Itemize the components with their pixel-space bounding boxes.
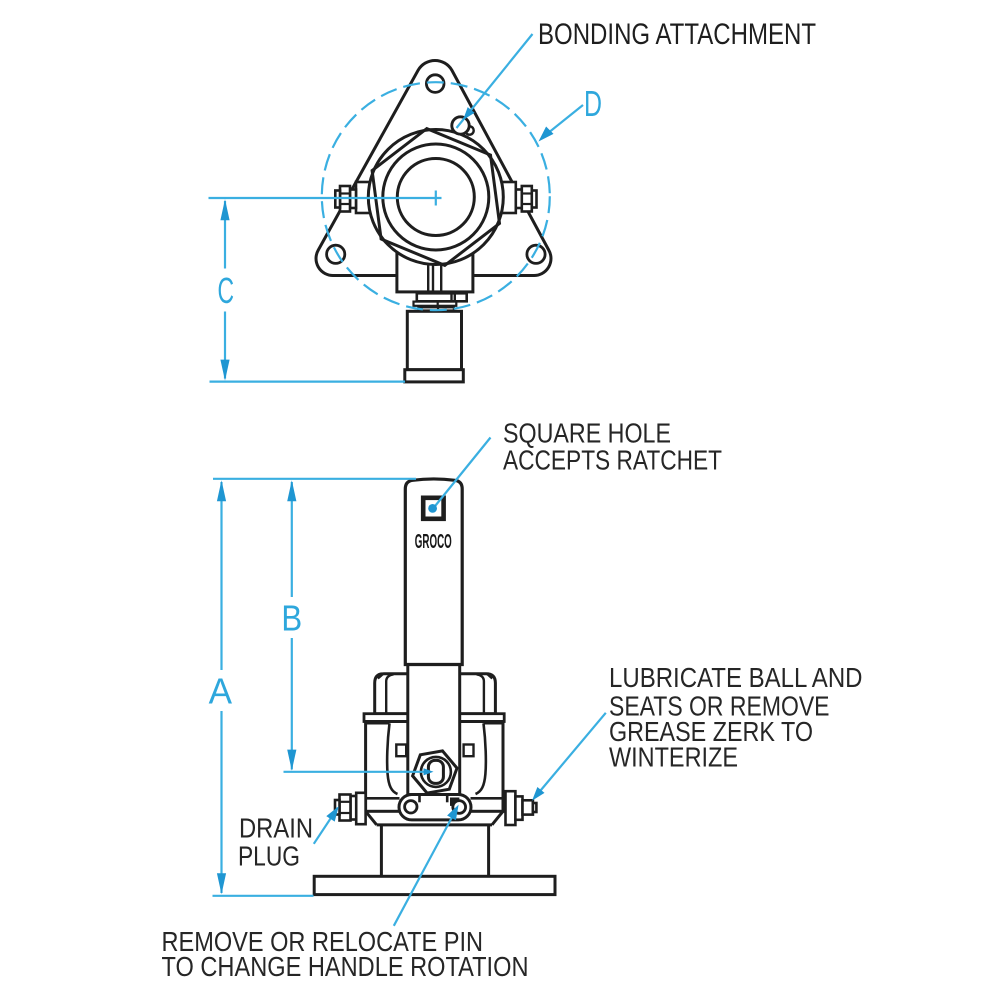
svg-text:LUBRICATE BALL AND: LUBRICATE BALL AND xyxy=(609,662,863,693)
svg-text:DRAIN: DRAIN xyxy=(239,812,313,843)
svg-text:TO CHANGE HANDLE ROTATION: TO CHANGE HANDLE ROTATION xyxy=(162,951,529,982)
svg-text:BONDING ATTACHMENT: BONDING ATTACHMENT xyxy=(538,18,816,51)
svg-text:PLUG: PLUG xyxy=(238,840,300,871)
svg-text:REMOVE OR RELOCATE PIN: REMOVE OR RELOCATE PIN xyxy=(162,926,484,957)
svg-text:GROCO: GROCO xyxy=(415,531,452,553)
svg-text:SEATS OR REMOVE: SEATS OR REMOVE xyxy=(609,690,830,721)
svg-text:SQUARE HOLE: SQUARE HOLE xyxy=(503,417,671,448)
svg-text:D: D xyxy=(584,83,602,124)
svg-text:WINTERIZE: WINTERIZE xyxy=(609,741,738,772)
svg-text:GREASE ZERK TO: GREASE ZERK TO xyxy=(609,716,813,747)
svg-text:C: C xyxy=(218,270,235,311)
svg-text:A: A xyxy=(209,670,232,711)
svg-text:B: B xyxy=(281,598,302,639)
svg-text:ACCEPTS RATCHET: ACCEPTS RATCHET xyxy=(503,445,722,476)
